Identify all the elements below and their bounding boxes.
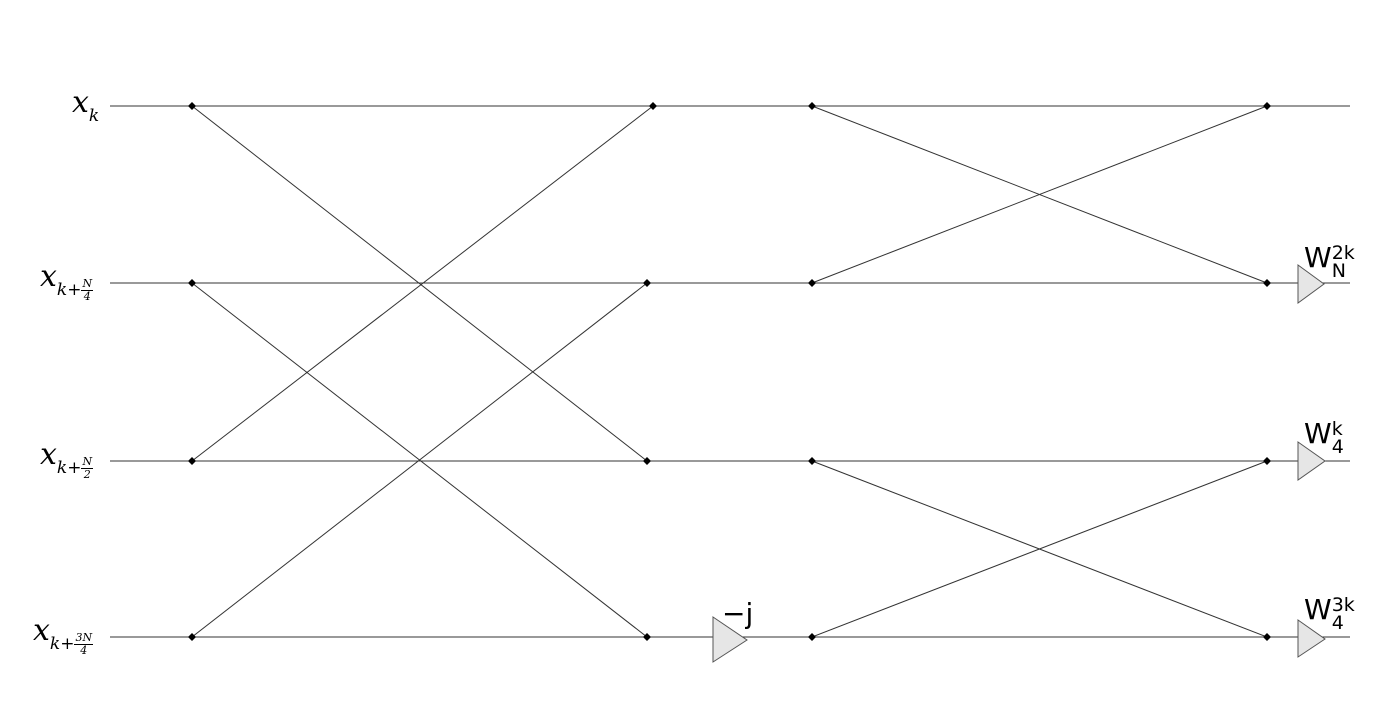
fraction-numerator: N <box>81 277 94 291</box>
twiddle-multiplier-w-n-2k <box>1297 264 1325 304</box>
twiddle-base: W <box>1304 593 1332 626</box>
minus-j-multiplier <box>712 616 748 663</box>
stage1-cross-lines <box>191 105 654 638</box>
node <box>1263 279 1271 287</box>
cross-2-to-0 <box>191 105 654 462</box>
node <box>643 279 651 287</box>
multiplier-triangles <box>712 264 1326 663</box>
node <box>808 457 816 465</box>
label-subscript: k+ <box>56 458 82 478</box>
label-base: x <box>40 259 57 294</box>
node <box>188 279 196 287</box>
twiddle-subscript: 4 <box>1331 612 1344 635</box>
twiddle-superscript: k <box>1331 418 1343 440</box>
fraction-denominator: 4 <box>80 644 88 657</box>
twiddle-base: W <box>1304 241 1332 274</box>
twiddle-subscript: N <box>1331 260 1346 283</box>
stage2-cross-lines <box>811 105 1268 638</box>
input-label-x-k: xk <box>72 85 99 125</box>
label-subscript: k+ <box>56 280 82 300</box>
label-subscript: k <box>88 106 100 126</box>
label-subscript: k+ <box>49 634 75 654</box>
node <box>808 102 816 110</box>
node <box>188 102 196 110</box>
minus-j-label: −j <box>722 597 754 630</box>
node <box>1263 102 1271 110</box>
twiddle-subscript: 4 <box>1331 436 1344 459</box>
twiddle-multiplier-w-4-k <box>1297 441 1326 481</box>
node <box>808 279 816 287</box>
fraction-numerator: N <box>81 455 94 469</box>
node <box>188 457 196 465</box>
fraction-denominator: 2 <box>83 468 91 481</box>
cross-s2-3-to-2 <box>811 460 1268 638</box>
node <box>649 102 657 110</box>
node <box>643 633 651 641</box>
twiddle-superscript: 3k <box>1331 594 1355 616</box>
node <box>643 457 651 465</box>
horizontal-lines <box>110 105 1350 638</box>
cross-3-to-1 <box>191 282 648 638</box>
label-base: x <box>40 437 57 472</box>
node <box>1263 633 1271 641</box>
nodes <box>188 102 1271 641</box>
twiddle-multiplier-w-4-3k <box>1297 619 1326 658</box>
cross-0-to-2 <box>191 105 648 462</box>
twiddle-superscript: 2k <box>1331 242 1355 264</box>
fraction-numerator: 3N <box>74 631 94 645</box>
label-base: x <box>33 613 50 648</box>
fraction-denominator: 4 <box>83 290 91 303</box>
label-base: x <box>72 85 89 120</box>
node <box>1263 457 1271 465</box>
node <box>188 633 196 641</box>
node <box>808 633 816 641</box>
cross-s2-1-to-0 <box>811 105 1268 284</box>
twiddle-base: W <box>1304 417 1332 450</box>
